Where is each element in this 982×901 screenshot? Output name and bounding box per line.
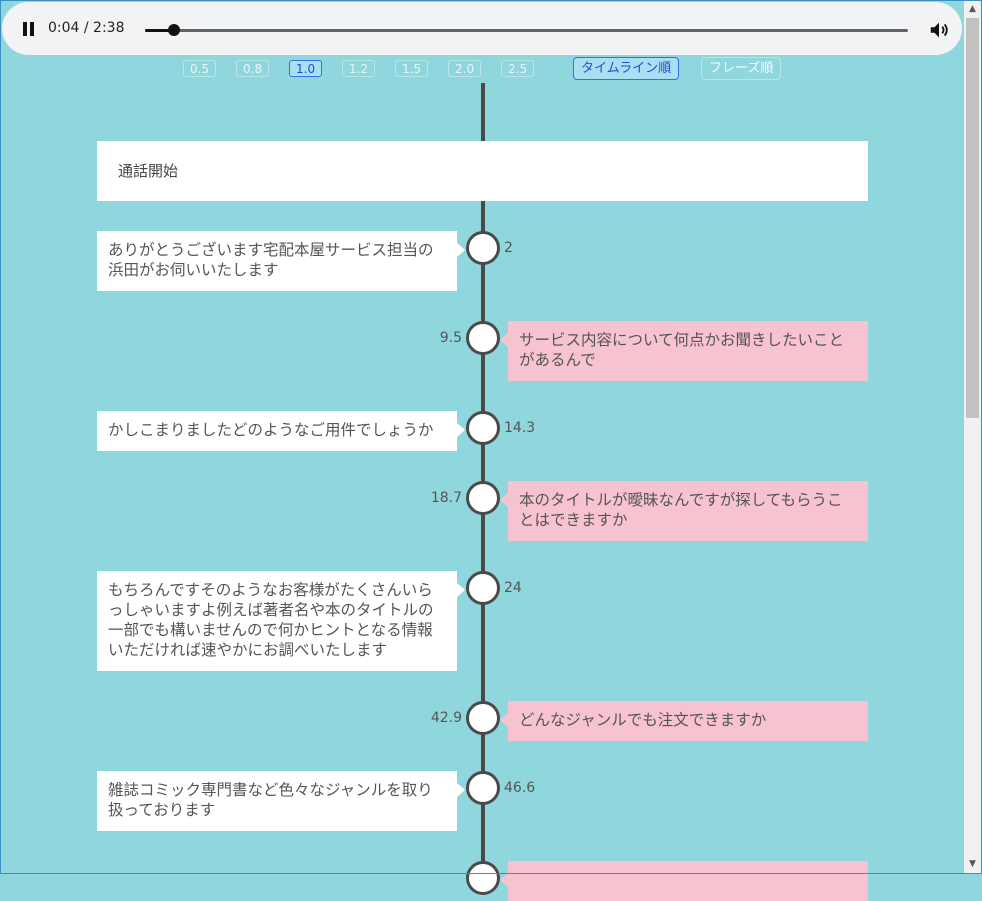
speed-button-1.0[interactable]: 1.0 bbox=[289, 60, 323, 77]
message-timestamp: 18.7 bbox=[430, 490, 462, 506]
timeline-node[interactable] bbox=[466, 411, 500, 445]
volume-icon[interactable] bbox=[928, 19, 950, 41]
customer-message: サービス内容について何点かお聞きしたいことがあるんで bbox=[500, 321, 868, 381]
timeline-order-button[interactable]: タイムライン順 bbox=[573, 57, 680, 80]
operator-message: 雑誌コミック専門書など色々なジャンルを取り扱っております bbox=[97, 771, 465, 831]
speed-button-1.5[interactable]: 1.5 bbox=[395, 60, 429, 77]
phrase-order-button[interactable]: フレーズ順 bbox=[701, 57, 782, 80]
seek-handle[interactable] bbox=[167, 24, 180, 36]
operator-message: かしこまりましたどのようなご用件でしょうか bbox=[97, 411, 465, 451]
scroll-up-arrow-icon[interactable]: ▲ bbox=[969, 4, 976, 14]
vertical-scrollbar[interactable]: ▲ ▼ bbox=[964, 1, 981, 873]
speed-button-0.8[interactable]: 0.8 bbox=[236, 60, 270, 77]
message-timestamp: 24 bbox=[504, 580, 522, 596]
speed-button-1.2[interactable]: 1.2 bbox=[342, 60, 376, 77]
scroll-down-arrow-icon[interactable]: ▼ bbox=[969, 859, 976, 869]
seek-progress bbox=[145, 29, 174, 32]
customer-message bbox=[500, 861, 868, 901]
timeline-node[interactable] bbox=[466, 231, 500, 265]
message-timestamp: 9.5 bbox=[439, 330, 462, 346]
timeline-node[interactable] bbox=[466, 861, 500, 895]
message-timestamp: 42.9 bbox=[430, 710, 462, 726]
speed-button-2.5[interactable]: 2.5 bbox=[501, 60, 535, 77]
customer-message: どんなジャンルでも注文できますか bbox=[500, 701, 868, 741]
message-timestamp: 2 bbox=[504, 240, 513, 256]
time-display: 0:04 / 2:38 bbox=[48, 20, 125, 36]
audio-player: 0:04 / 2:38 bbox=[2, 2, 962, 55]
message-timestamp: 14.3 bbox=[504, 420, 536, 436]
timeline-node[interactable] bbox=[466, 321, 500, 355]
operator-message: ありがとうございます宅配本屋サービス担当の浜田がお伺いいたします bbox=[97, 231, 465, 291]
timeline-node[interactable] bbox=[466, 701, 500, 735]
seek-bar[interactable] bbox=[145, 24, 908, 36]
timeline-node[interactable] bbox=[466, 771, 500, 805]
timeline-node[interactable] bbox=[466, 571, 500, 605]
customer-message: 本のタイトルが曖昧なんですが探してもらうことはできますか bbox=[500, 481, 868, 541]
call-start-banner: 通話開始 bbox=[97, 141, 868, 201]
speed-button-0.5[interactable]: 0.5 bbox=[183, 60, 217, 77]
message-timestamp: 46.6 bbox=[504, 780, 536, 796]
speed-button-2.0[interactable]: 2.0 bbox=[448, 60, 482, 77]
operator-message: もちろんですそのようなお客様がたくさんいらっしゃいますよ例えば著者名や本のタイト… bbox=[97, 571, 465, 671]
timeline-node[interactable] bbox=[466, 481, 500, 515]
scroll-thumb[interactable] bbox=[966, 18, 979, 418]
pause-icon[interactable] bbox=[22, 22, 34, 36]
